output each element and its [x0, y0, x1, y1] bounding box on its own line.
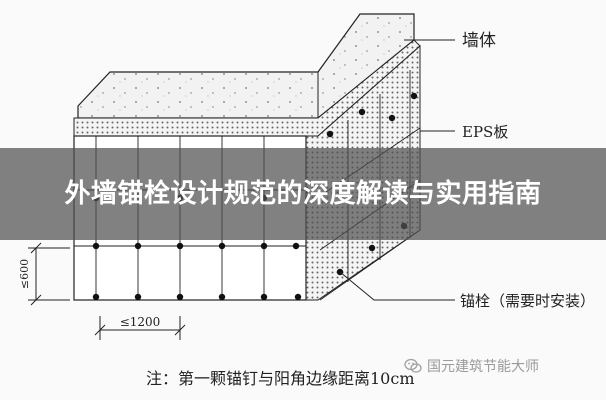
note-text: 注：第一颗锚钉与阳角边缘距离10cm — [146, 369, 415, 388]
wall-label: 墙体 — [462, 31, 496, 51]
dim-horizontal-label: ≤1200 — [120, 315, 161, 329]
banner-title: 外墙锚栓设计规范的深度解读与实用指南 — [64, 179, 542, 209]
horizontal-dimension — [94, 316, 186, 340]
eps-label: EPS板 — [462, 123, 508, 141]
dim-vertical-label: ≤600 — [18, 259, 31, 289]
anchor-label: 锚栓（需要时安装） — [460, 292, 595, 310]
watermark-text: 国元建筑节能大师 — [427, 359, 539, 375]
wechat-icon — [404, 358, 422, 373]
vertical-dimension — [28, 242, 70, 306]
title-banner: 外墙锚栓设计规范的深度解读与实用指南 — [0, 148, 606, 240]
leader-lines — [339, 39, 455, 301]
watermark: 国元建筑节能大师 — [404, 356, 539, 376]
